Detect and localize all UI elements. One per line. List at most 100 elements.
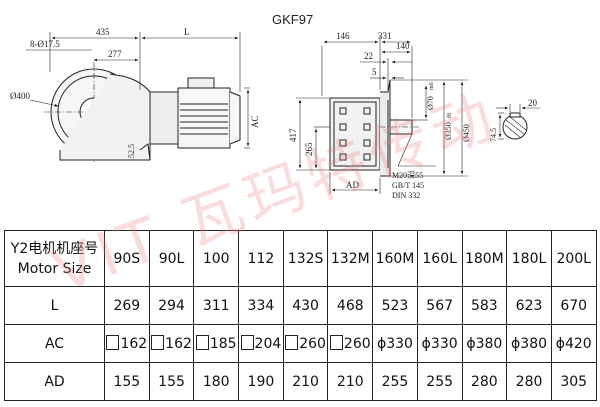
table-cell: 210 (327, 362, 374, 401)
motor-adapter (149, 91, 179, 145)
cell-value: 583 (470, 297, 498, 314)
cell-value: 567 (426, 297, 454, 314)
table-cell: 523 (372, 286, 418, 325)
cell-value: 468 (336, 297, 364, 314)
dim-417: 417 (288, 128, 298, 142)
table-cell: 670 (550, 286, 597, 325)
header-motor-size: Y2电机机座号 Motor Size (4, 230, 105, 287)
size-cell: 160L (416, 230, 463, 287)
terminal-box (187, 77, 215, 89)
dim-AD: AD (346, 180, 359, 190)
square-icon (240, 335, 254, 350)
table-cell: 294 (148, 286, 195, 325)
table-cell: 185 (193, 324, 240, 363)
row-label: AC (4, 324, 105, 363)
size-cell: 180M (461, 230, 508, 287)
dimension-table: Y2电机机座号 Motor Size 90S 90L 100 112 132S … (4, 230, 597, 401)
note-thread: M20深55 (392, 171, 423, 180)
cell-value: 204 (254, 336, 282, 352)
dim-450: Ø450 (462, 124, 471, 142)
square-icon (329, 335, 343, 350)
dim-52: 52.5 (127, 144, 136, 158)
motor-body (177, 87, 231, 149)
cell-value: ϕ380 (466, 335, 503, 352)
cell-value: 255 (381, 373, 409, 390)
cell-value: 430 (292, 297, 319, 314)
dim-400: Ø400 (10, 91, 30, 101)
size-cell: 100 (193, 230, 240, 287)
drawing-title: GKF97 (272, 12, 313, 27)
table-cell: 280 (461, 362, 508, 401)
cell-value: 155 (113, 373, 141, 390)
table-cell: 260 (327, 324, 374, 363)
cell-value: 623 (515, 297, 543, 314)
cell-value: 260 (343, 336, 371, 352)
cell-value: 162 (165, 336, 192, 352)
table-cell: 567 (416, 286, 463, 325)
size-cell: 132S (282, 230, 329, 287)
table-cell: ϕ330 (372, 324, 418, 363)
cell-value: 280 (515, 373, 543, 390)
dim-70: Ø70 (426, 96, 435, 110)
dim-435: 435 (96, 27, 110, 37)
cell-value: ϕ420 (555, 335, 592, 352)
dim-140: 140 (396, 41, 410, 51)
table-cell: 162 (104, 324, 150, 363)
table-cell: 623 (506, 286, 552, 325)
header-line-cn: Y2电机机座号 (10, 240, 99, 257)
table-cell: 305 (550, 362, 597, 401)
dim-146: 146 (336, 31, 350, 41)
cell-value: 185 (209, 336, 237, 352)
fan-cover (229, 91, 241, 145)
dim-331: 331 (378, 31, 392, 41)
table-cell: 190 (238, 362, 284, 401)
square-icon (285, 335, 299, 350)
square-icon (195, 335, 209, 350)
size-cell: 180L (506, 230, 552, 287)
dim-74-5: 74.5 (489, 128, 498, 142)
dim-350: Ø350 (444, 122, 453, 140)
dim-20: 20 (528, 98, 538, 108)
table-cell: ϕ330 (416, 324, 463, 363)
size-cell: 90L (148, 230, 195, 287)
table-cell: 155 (148, 362, 195, 401)
table-cell: 255 (416, 362, 463, 401)
header-line-en: Motor Size (17, 260, 92, 277)
table-cell: 269 (104, 286, 150, 325)
cell-value: 255 (426, 373, 454, 390)
front-view (296, 36, 468, 194)
size-cell: 90S (104, 230, 150, 287)
table-cell: 311 (193, 286, 240, 325)
cell-value: 190 (247, 373, 275, 390)
cell-value: 155 (158, 373, 185, 390)
table-cell: 180 (193, 362, 240, 401)
cell-value: 210 (336, 373, 364, 390)
table-cell: 255 (372, 362, 418, 401)
output-shaft (389, 119, 413, 135)
note-standard-gb: GB/T 145 (392, 181, 424, 190)
cell-value: ϕ330 (376, 335, 413, 352)
note-standard-din: DIN 332 (392, 191, 420, 200)
table-cell: 210 (282, 362, 329, 401)
cell-value: 162 (120, 336, 148, 352)
dim-265: 265 (304, 142, 314, 156)
table-cell: 204 (238, 324, 284, 363)
table-header-row: Y2电机机座号 Motor Size 90S 90L 100 112 132S … (4, 230, 597, 287)
table-cell: 280 (506, 362, 552, 401)
dim-70-tol: m6 (429, 82, 435, 90)
cell-value: ϕ330 (421, 335, 458, 352)
cell-value: 180 (202, 373, 230, 390)
size-cell: 200L (550, 230, 597, 287)
dim-277: 277 (108, 49, 122, 59)
table-cell: 155 (104, 362, 150, 401)
cell-value: 280 (470, 373, 498, 390)
table-cell: 334 (238, 286, 284, 325)
size-cell: 112 (238, 230, 284, 287)
side-view (26, 32, 250, 162)
dim-5: 5 (372, 67, 377, 77)
cell-value: 260 (299, 336, 326, 352)
gearmotor-drawing: GKF97 (10, 12, 540, 200)
cell-value: 670 (560, 297, 588, 314)
gearbox-body (329, 97, 381, 171)
